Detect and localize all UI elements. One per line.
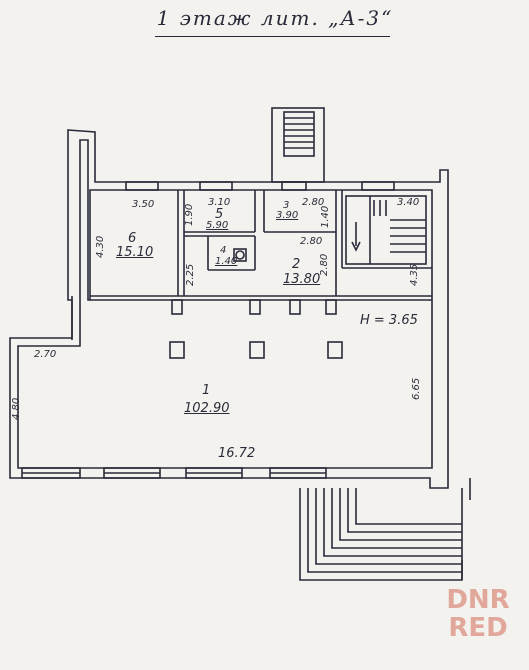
sink [235,250,245,260]
plan-title: 1 этаж лит. „А-3“ [156,6,394,30]
dim-340: 3.40 [397,197,420,208]
room-6-area: 15.10 [116,245,154,260]
top-windows [125,181,395,191]
dim-190: 1.90 [184,203,195,226]
outer-wall [9,129,449,489]
inner-wall [17,139,433,469]
dim-280b: 2.80 [300,236,323,247]
room-2-area: 13.80 [283,272,321,287]
dim-350: 3.50 [132,199,155,210]
watermark-logo: DNR RED [436,586,520,648]
room-5-area: 5.90 [206,220,229,231]
room-5-number: 5 [215,207,224,222]
column [249,341,265,359]
room-2-number: 2 [292,257,301,272]
title-underline [155,36,390,37]
dim-310: 3.10 [208,197,231,208]
room-4-area: 1.40 [215,256,238,267]
dim-1672: 16.72 [218,446,256,461]
dim-665: 6.65 [411,377,422,400]
room-4-number: 4 [220,245,227,256]
inner-staircase [345,195,427,265]
dim-280a: 2.80 [302,197,325,208]
dim-270: 2.70 [34,349,57,360]
dim-435: 4.35 [409,263,420,286]
room-6-number: 6 [128,231,137,246]
dim-225: 2.25 [185,263,196,286]
dim-280c: 2.80 [319,253,330,276]
ceiling-height-label: H = 3.65 [360,313,418,328]
watermark-line1: DNR [446,585,510,615]
bottom-steps [299,478,471,581]
dim-430: 4.30 [95,235,106,258]
column [327,341,343,359]
room-1-area: 102.90 [184,401,230,416]
room-1-number: 1 [202,383,211,398]
room-3-number: 3 [283,200,290,211]
room-3-area: 3.90 [276,210,299,221]
top-staircase [271,107,325,183]
dim-480: 4.80 [11,397,22,420]
column [169,341,185,359]
bottom-windows [21,467,327,479]
dim-140: 1.40 [320,205,331,228]
watermark-line2: RED [448,613,508,643]
